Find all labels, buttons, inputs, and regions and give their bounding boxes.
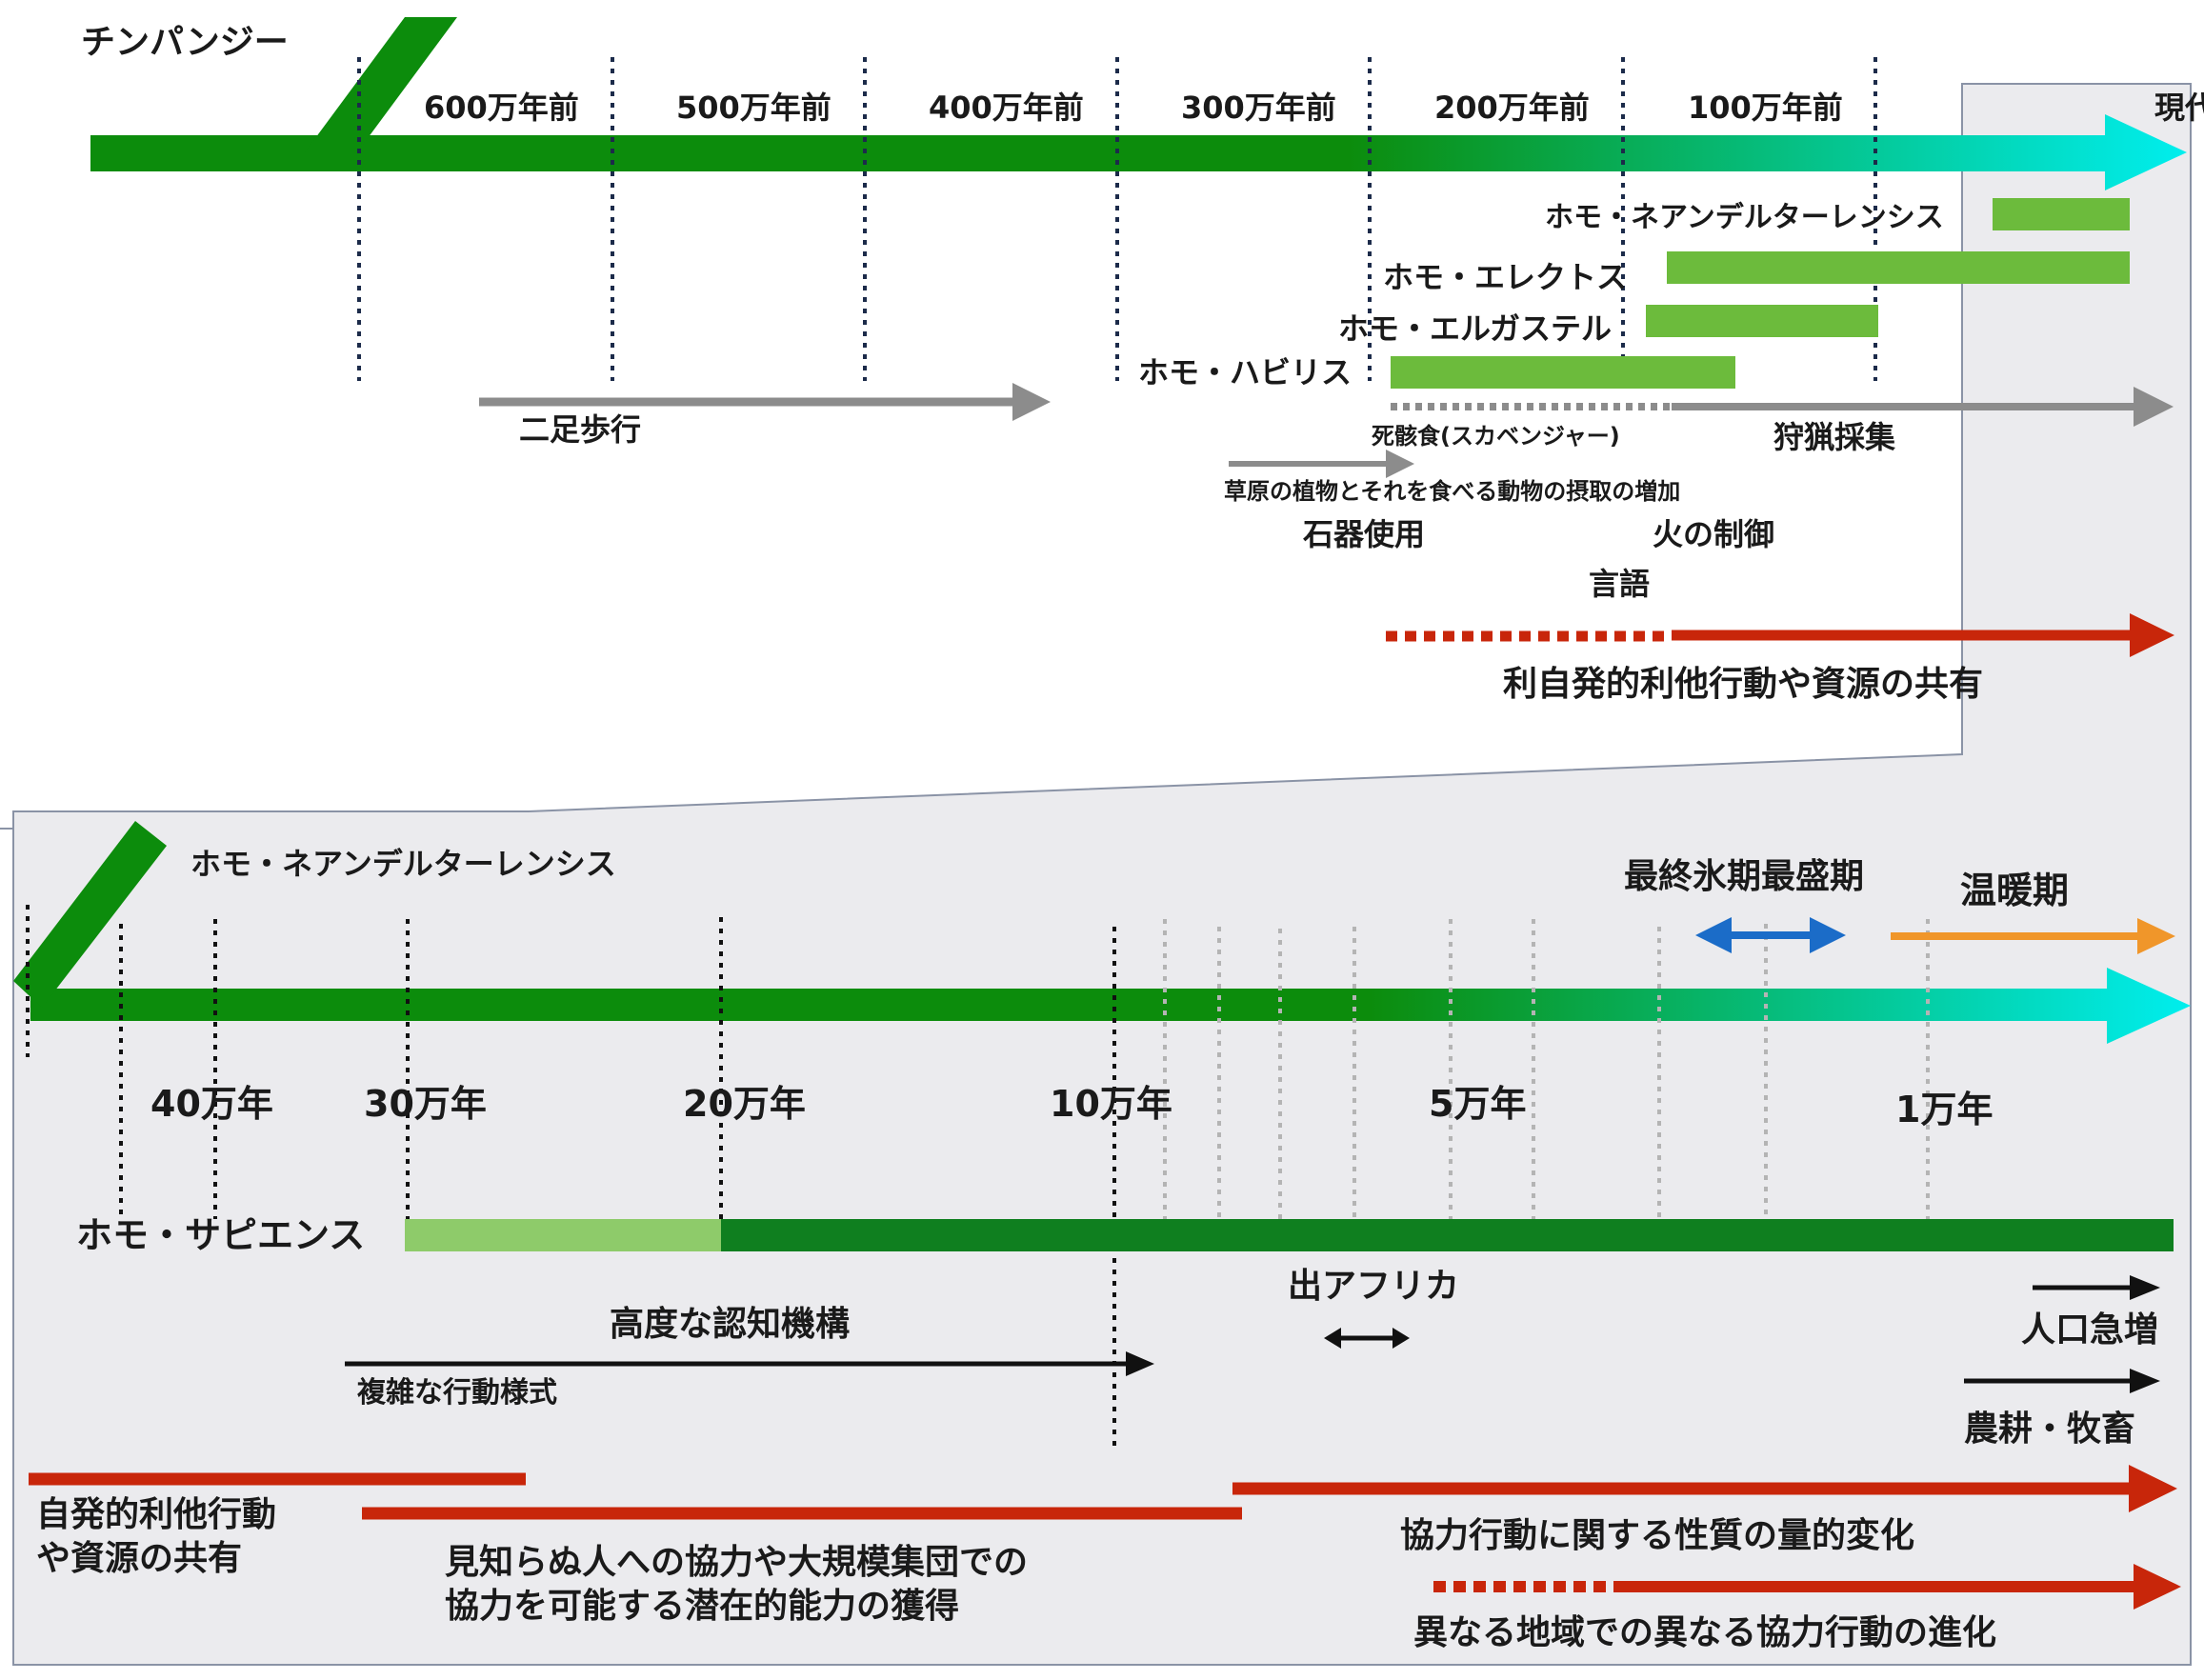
sapiens-label: ホモ・サピエンス: [76, 1214, 365, 1256]
erectus-label: ホモ・エレクトス: [1383, 259, 1627, 295]
strangers-label-1: 見知らぬ人への協力や大規模集団での: [445, 1543, 1028, 1582]
regional-label: 異なる地域での異なる協力行動の進化: [1413, 1613, 1996, 1652]
tick-label: 30万年: [364, 1083, 487, 1125]
arrowhead: [2130, 613, 2174, 657]
sapiens-bar-early: [405, 1219, 721, 1251]
altruism-label-2: や資源の共有: [36, 1539, 242, 1578]
lgm-label: 最終氷期最盛期: [1624, 857, 1864, 896]
tick-label: 200万年前: [1434, 90, 1590, 126]
chimp-branch: [305, 17, 457, 152]
fire-label: 火の制御: [1653, 516, 1774, 552]
tick-label: 400万年前: [929, 90, 1084, 126]
arrowhead: [1126, 1351, 1154, 1376]
arrowhead: [2129, 1465, 2177, 1512]
neanderthal-label: ホモ・ネアンデルターレンシス: [1545, 201, 1944, 234]
arrowhead: [1393, 1328, 1410, 1349]
altruism-label-1: 自発的利他行動: [36, 1495, 276, 1534]
strangers-label-2: 協力を可能する潜在的能力の獲得: [445, 1587, 959, 1626]
warm-label: 温暖期: [1960, 870, 2069, 911]
chimp-label: チンパンジー: [81, 23, 289, 62]
language-label: 言語: [1589, 566, 1650, 602]
erectus-bar: [1667, 251, 2130, 284]
ergaster-label: ホモ・エルガステル: [1338, 310, 1612, 347]
arrowhead: [2137, 918, 2175, 954]
neanderthal-branch: [13, 821, 167, 1008]
arrowhead: [2134, 1564, 2181, 1610]
tick-label: 500万年前: [676, 90, 832, 126]
top-ticks: [357, 57, 1877, 381]
tick-label: 100万年前: [1688, 90, 1843, 126]
top-main-arrow: [90, 114, 2187, 190]
arrowhead: [2130, 1275, 2160, 1300]
arrowhead: [2134, 387, 2174, 427]
arrowhead: [2130, 1369, 2160, 1393]
out-of-africa-label: 出アフリカ: [1288, 1267, 1459, 1306]
altruism-label-top: 利自発的利他行動や資源の共有: [1503, 665, 1983, 704]
scavenging-label: 死骸食(スカベンジャー): [1372, 423, 1620, 450]
present-label: 現代: [2154, 90, 2204, 126]
bottom-main-arrow: [30, 968, 2191, 1044]
arrowhead: [1695, 917, 1732, 953]
tick-label: 600万年前: [424, 90, 579, 126]
tick-label: 40万年: [150, 1083, 273, 1125]
sapiens-bar: [721, 1219, 2174, 1251]
habilis-bar: [1391, 356, 1735, 389]
zoom-panel: [12, 83, 2192, 1666]
tick-label: 5万年: [1429, 1083, 1526, 1125]
tick-label: 20万年: [683, 1083, 806, 1125]
arrowhead: [1324, 1328, 1341, 1349]
tick-label: 10万年: [1050, 1083, 1172, 1125]
cognition-label: 高度な認知機構: [610, 1305, 850, 1344]
quantitative-label: 協力行動に関する性質の量的変化: [1400, 1515, 1914, 1555]
population-label: 人口急増: [2021, 1310, 2158, 1350]
arrowhead: [1386, 450, 1414, 478]
grassland-label: 草原の植物とそれを食べる動物の摂取の増加: [1224, 478, 1680, 505]
neanderthal-origin-label: ホモ・ネアンデルターレンシス: [190, 846, 616, 882]
stone-tools-label: 石器使用: [1302, 516, 1425, 552]
tick-label: 1万年: [1895, 1089, 1993, 1130]
tick-label: 300万年前: [1181, 90, 1336, 126]
bipedal-label: 二足歩行: [519, 411, 641, 448]
arrowhead: [1012, 383, 1051, 421]
arrowhead: [1810, 917, 1846, 953]
hunting-label: 狩猟採集: [1773, 419, 1895, 455]
complex-behavior-label: 複雑な行動様式: [357, 1376, 557, 1410]
neanderthal-bar: [1993, 198, 2130, 230]
habilis-label: ホモ・ハビリス: [1138, 354, 1352, 390]
agriculture-label: 農耕・牧畜: [1964, 1410, 2135, 1449]
ergaster-bar: [1646, 305, 1878, 337]
